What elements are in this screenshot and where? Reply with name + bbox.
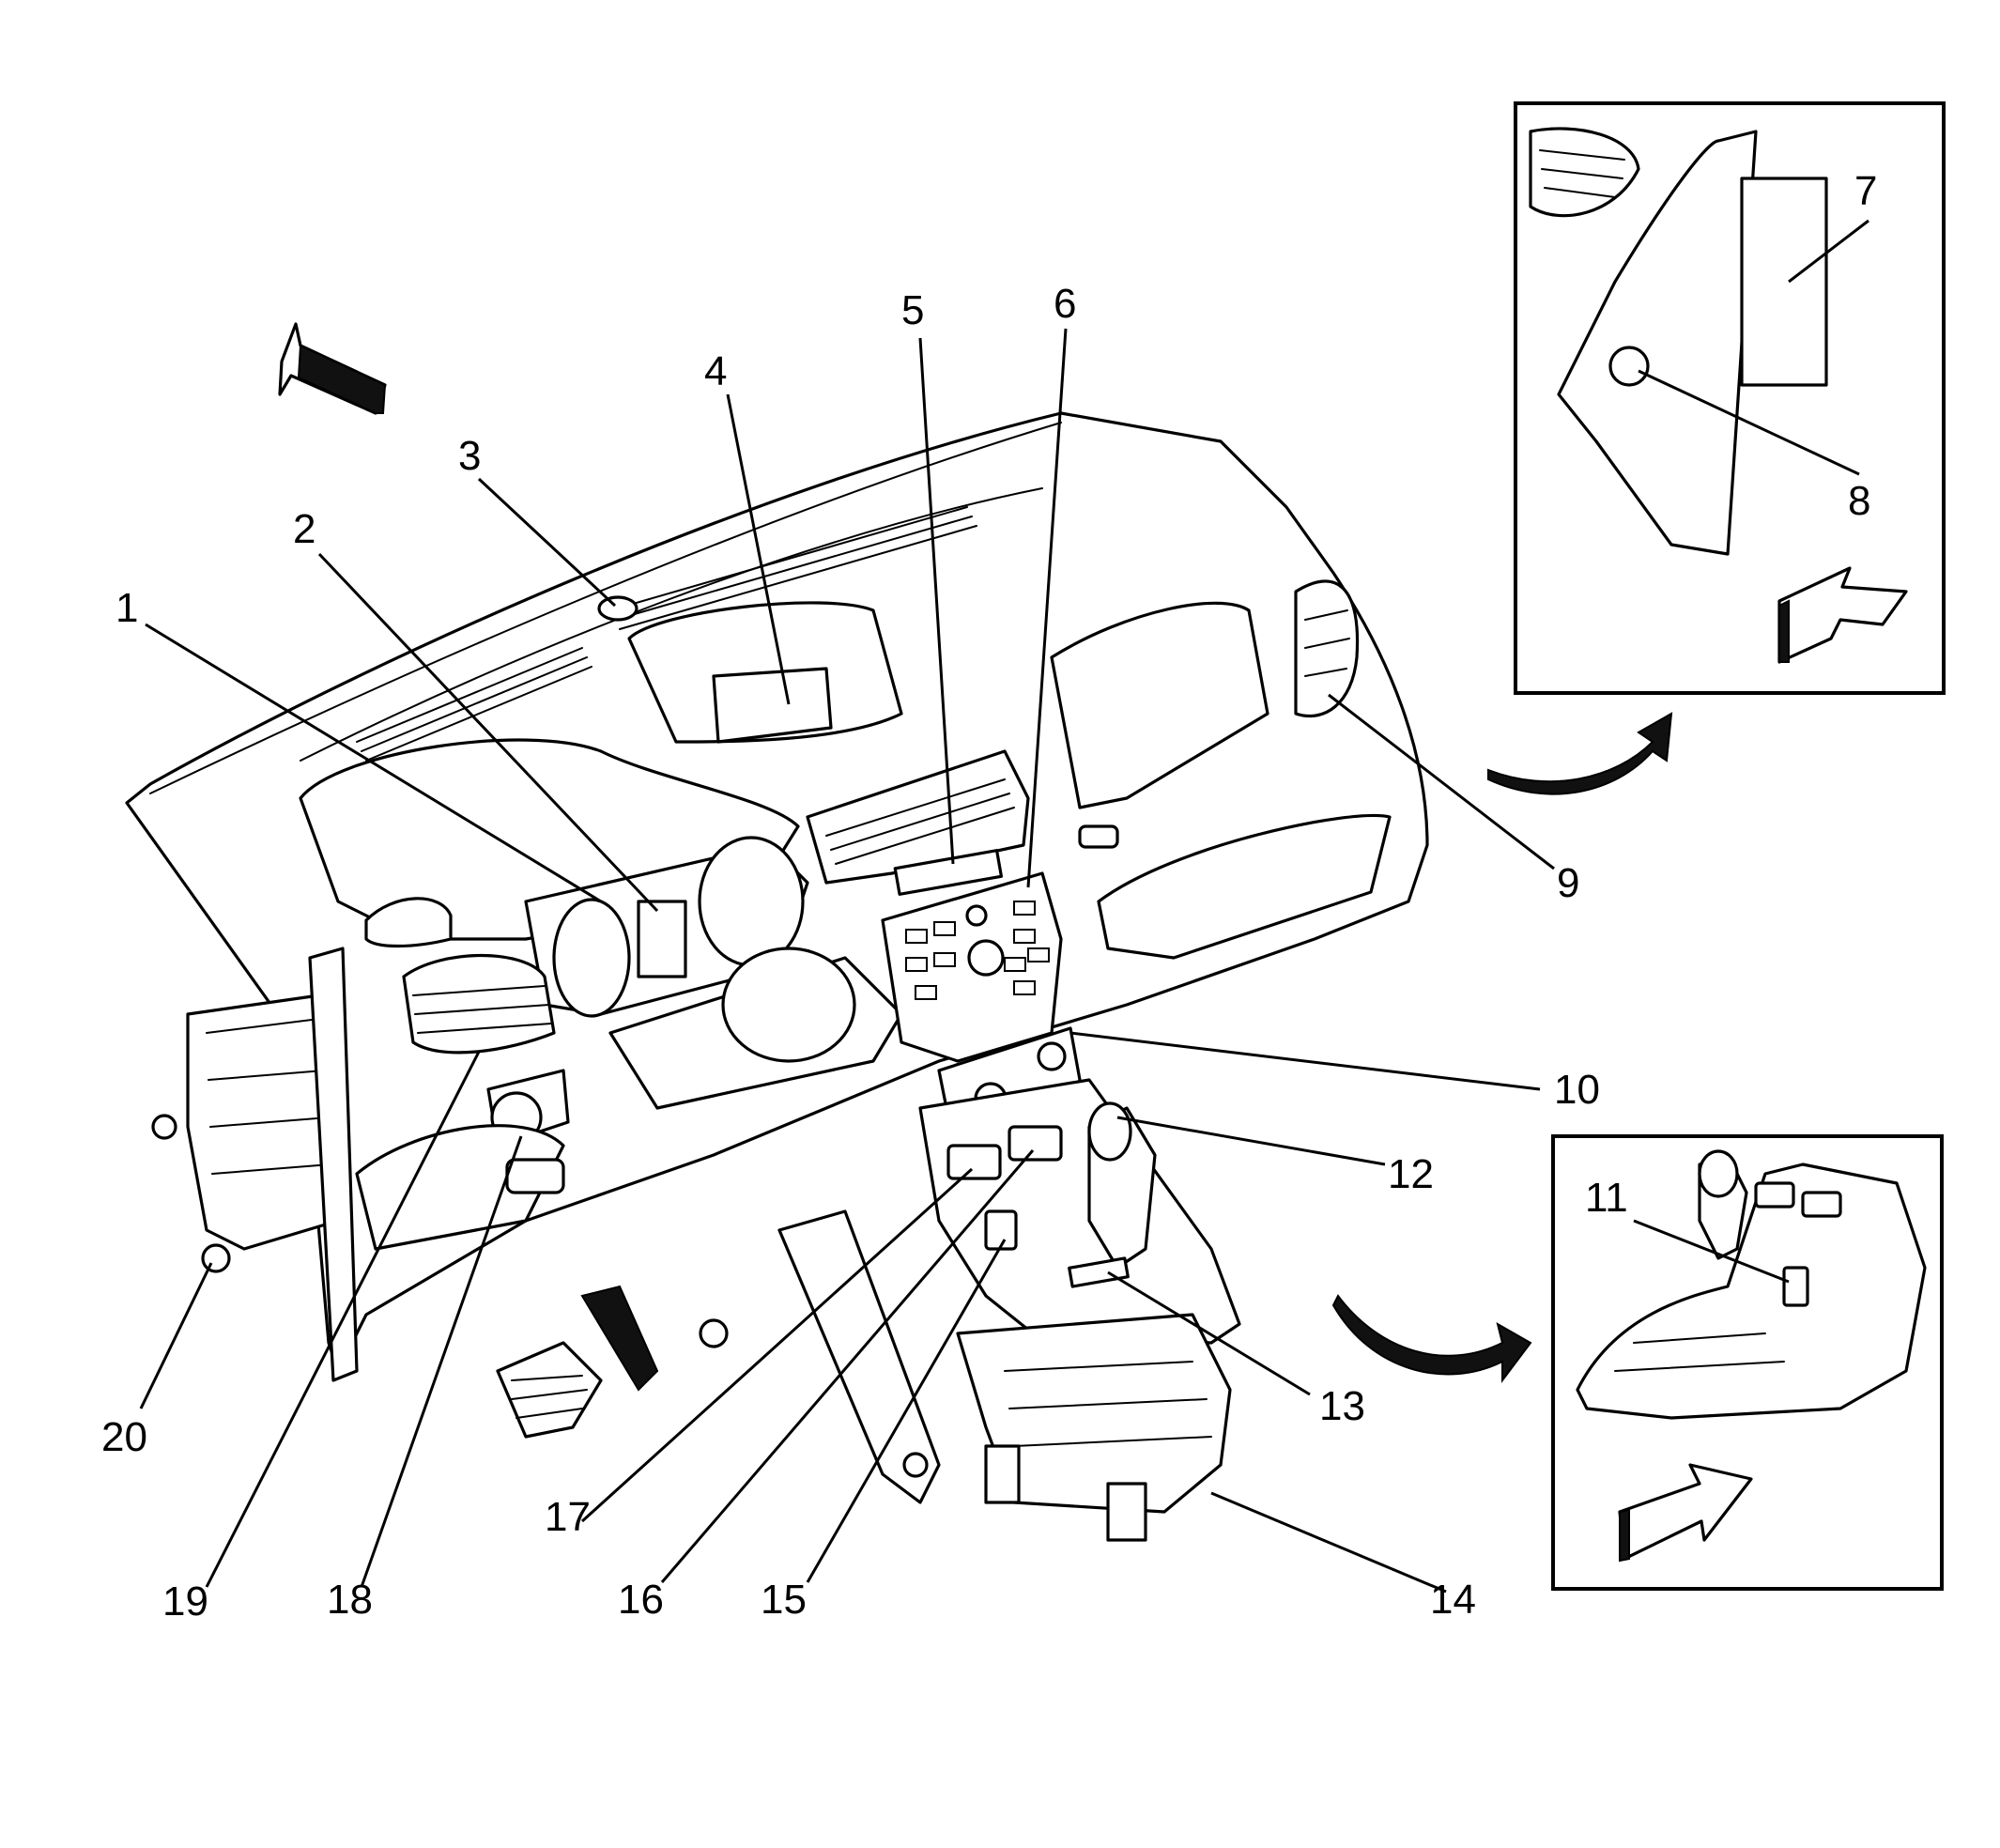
callout-6: 6	[1054, 281, 1076, 327]
callout-labels: 1 2 3 4 5 6 7 8 9 10 11 12 13 14 15 16 1…	[101, 168, 1877, 1625]
center-console	[918, 1078, 1241, 1345]
sunload-sensor	[597, 595, 638, 622]
callout-20: 20	[101, 1414, 147, 1460]
radio-control-panel	[881, 871, 1063, 1063]
callout-14: 14	[1430, 1577, 1476, 1623]
defrost-grille	[356, 506, 977, 762]
pedals	[496, 1285, 659, 1439]
console-switch-16	[1008, 1125, 1063, 1162]
forward-direction-arrow-icon	[1777, 566, 1908, 664]
callout-12: 12	[1388, 1151, 1434, 1197]
instrument-panel-assembly	[125, 411, 1429, 1542]
leader-lines	[139, 219, 1869, 1594]
callout-7: 7	[1854, 168, 1877, 214]
callout-8: 8	[1848, 478, 1870, 524]
forward-direction-arrow-icon	[278, 322, 387, 415]
callout-11: 11	[1585, 1175, 1628, 1221]
right-side-vent	[1294, 579, 1360, 718]
shifter-switch-11	[1782, 1266, 1809, 1307]
console-switch-17	[946, 1144, 1002, 1180]
callout-13: 13	[1319, 1383, 1365, 1429]
callout-17: 17	[545, 1494, 591, 1540]
callout-3: 3	[458, 433, 481, 479]
callout-5: 5	[901, 287, 924, 333]
left-air-vents	[364, 897, 556, 1055]
hazard-switch-bank	[893, 849, 1004, 896]
forward-direction-arrow-icon	[1618, 1463, 1753, 1563]
shift-knob	[1087, 1101, 1132, 1162]
callout-9: 9	[1557, 860, 1579, 906]
callout-15: 15	[761, 1577, 807, 1623]
callout-1: 1	[115, 585, 138, 631]
detail-pillar-module	[1514, 101, 1946, 695]
sensor-8	[1608, 346, 1650, 387]
callout-4: 4	[704, 348, 727, 394]
detail-shifter-switch	[1551, 1134, 1944, 1591]
shift-indicator	[1068, 1256, 1130, 1288]
info-display	[712, 667, 833, 744]
inset-pointer-arrow-icon	[1331, 1294, 1532, 1383]
callout-16: 16	[618, 1577, 664, 1623]
body-control-module	[151, 993, 340, 1273]
console-module-bracket	[956, 1313, 1232, 1542]
module-7	[1740, 177, 1828, 387]
inset-pointer-arrow-icon	[1487, 712, 1673, 795]
callout-2: 2	[293, 506, 315, 552]
callout-18: 18	[327, 1577, 373, 1623]
console-switch-15	[984, 1209, 1018, 1251]
callout-10: 10	[1554, 1067, 1600, 1113]
center-air-vents	[806, 749, 1030, 896]
callout-19: 19	[162, 1578, 208, 1625]
